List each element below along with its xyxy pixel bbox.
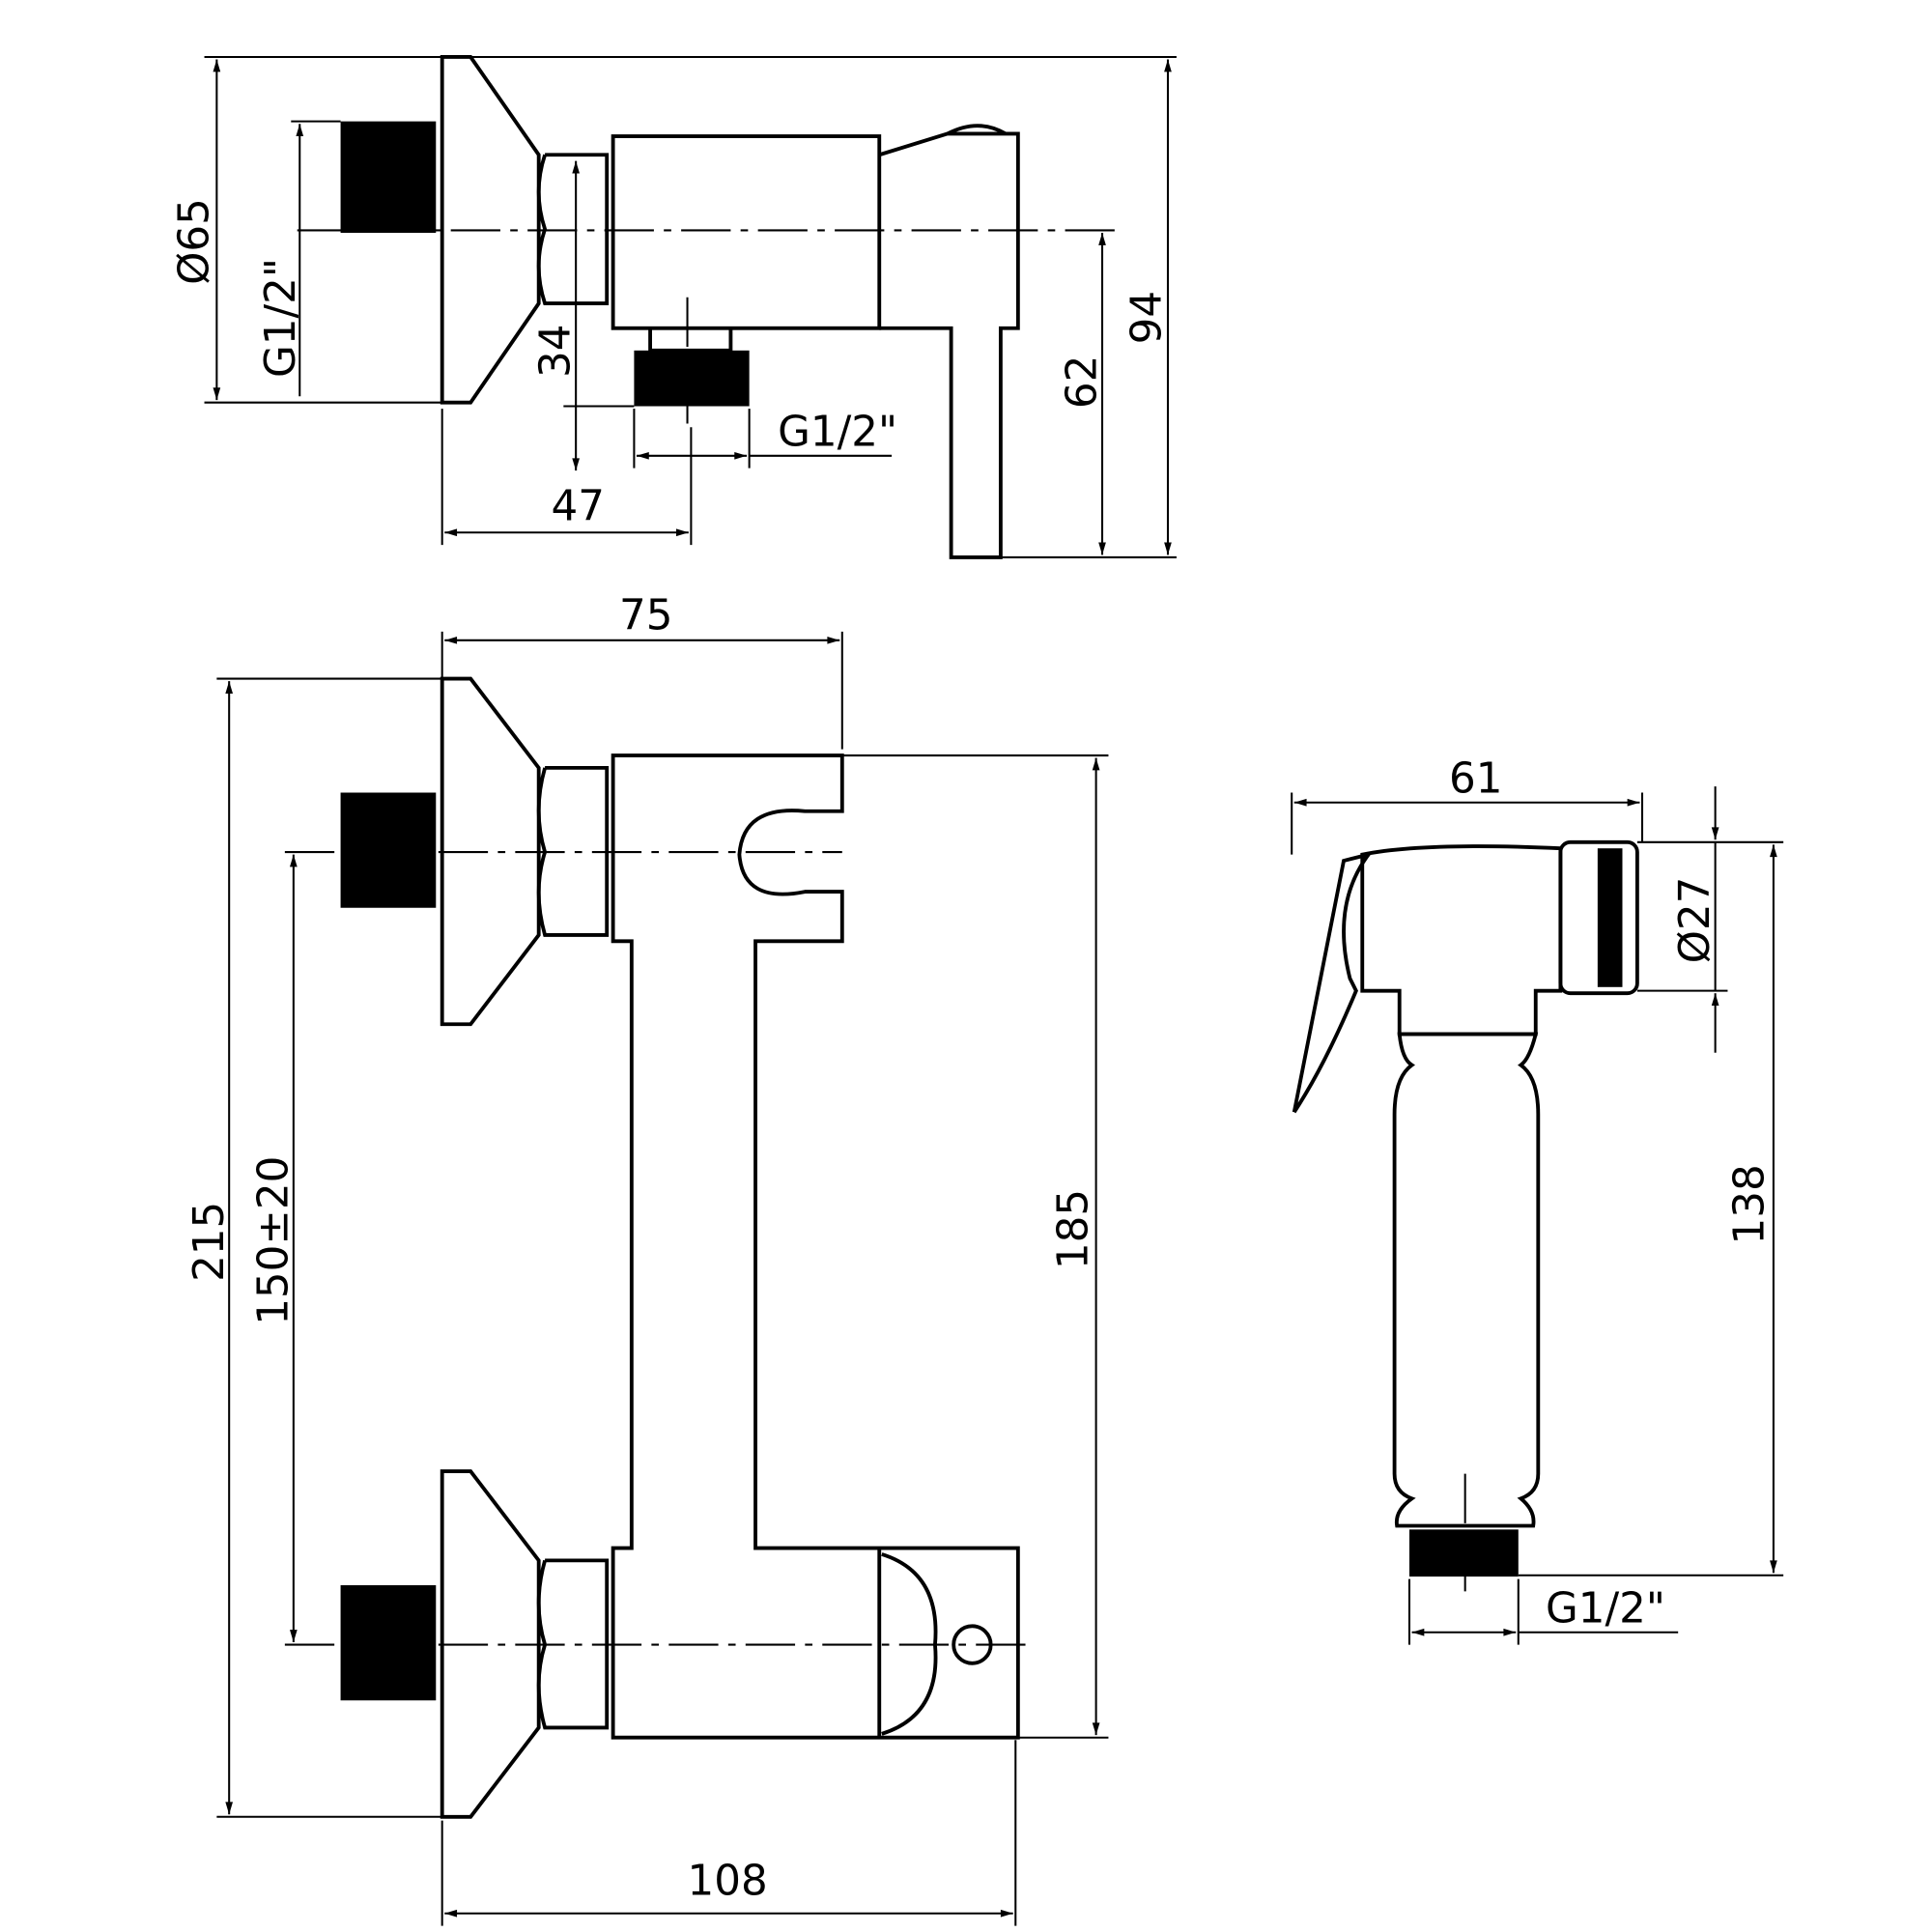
dim-height-94: 94 xyxy=(1122,291,1171,344)
dim-height-215: 215 xyxy=(185,1202,234,1282)
trigger-lever xyxy=(1292,851,1374,1114)
lever xyxy=(878,131,1020,559)
dim-length-61: 61 xyxy=(1449,755,1502,804)
dim-lever-62: 62 xyxy=(1059,355,1107,409)
dim-diameter-65: Ø65 xyxy=(170,198,218,285)
lever-cap xyxy=(946,124,1008,136)
hand-shower-view: 61 Ø27 138 G1/2" xyxy=(1291,755,1784,1645)
lever-side xyxy=(877,1548,938,1738)
outlet-stub xyxy=(648,327,733,353)
dim-hose-thread: G1/2" xyxy=(1546,1584,1665,1633)
valve-body xyxy=(611,134,882,330)
nozzle-thread xyxy=(1597,848,1623,987)
dim-diameter-27: Ø27 xyxy=(1671,877,1719,964)
dim-center-distance: 150±20 xyxy=(249,1156,298,1325)
upper-hex-nut xyxy=(536,765,610,937)
inlet-thread xyxy=(340,121,437,234)
hose-thread xyxy=(1408,1529,1519,1577)
top-view: Ø65 G1/2" 34 G1/2" 47 62 94 xyxy=(170,55,1177,559)
lower-hex-nut xyxy=(536,1558,610,1730)
bracket-body xyxy=(611,753,1020,1740)
dim-inlet-thread: G1/2" xyxy=(257,258,305,378)
lower-inlet-thread xyxy=(340,1585,437,1701)
upper-flange xyxy=(440,676,541,1027)
dim-height-138: 138 xyxy=(1726,1164,1775,1244)
dim-width-108: 108 xyxy=(688,1858,768,1906)
front-view: 75 215 150±20 185 108 xyxy=(185,591,1109,1926)
head-nozzle xyxy=(1558,839,1639,996)
head-body xyxy=(1360,844,1563,1037)
dim-width-75: 75 xyxy=(619,591,672,639)
dim-outlet-thread: G1/2" xyxy=(778,409,897,457)
hex-nut xyxy=(536,153,610,306)
dim-outlet-offset: 34 xyxy=(532,325,581,378)
outlet-thread xyxy=(634,350,750,407)
dim-height-185: 185 xyxy=(1050,1189,1098,1269)
dim-depth-47: 47 xyxy=(552,482,605,530)
upper-inlet-thread xyxy=(340,792,437,908)
handle xyxy=(1392,1032,1541,1528)
